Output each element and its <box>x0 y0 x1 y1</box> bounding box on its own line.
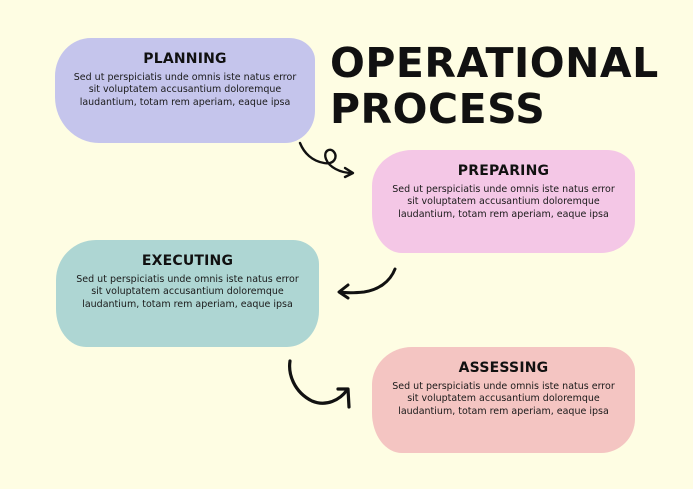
step-description: Sed ut perspiciatis unde omnis iste natu… <box>392 381 615 417</box>
step-description: Sed ut perspiciatis unde omnis iste natu… <box>73 72 297 108</box>
step-heading: PLANNING <box>143 51 227 67</box>
step-card-preparing: PREPARING Sed ut perspiciatis unde omnis… <box>372 150 635 253</box>
step-description: Sed ut perspiciatis unde omnis iste natu… <box>76 274 299 310</box>
step-heading: EXECUTING <box>141 253 234 269</box>
title-line-2: PROCESS <box>330 85 546 133</box>
step-card-planning: PLANNING Sed ut perspiciatis unde omnis … <box>55 38 315 143</box>
title-line-1: OPERATIONAL <box>330 39 659 87</box>
step-heading: PREPARING <box>457 163 550 179</box>
step-card-assessing: ASSESSING Sed ut perspiciatis unde omnis… <box>372 347 635 453</box>
loop-arrow-icon <box>298 141 355 179</box>
step-description: Sed ut perspiciatis unde omnis iste natu… <box>392 184 615 220</box>
page-title: OPERATIONAL PROCESS <box>330 40 659 132</box>
curved-arrow-left-icon <box>337 267 397 300</box>
step-heading: ASSESSING <box>458 360 549 376</box>
step-card-executing: EXECUTING Sed ut perspiciatis unde omnis… <box>56 240 319 347</box>
curved-arrow-right-icon <box>288 359 351 409</box>
